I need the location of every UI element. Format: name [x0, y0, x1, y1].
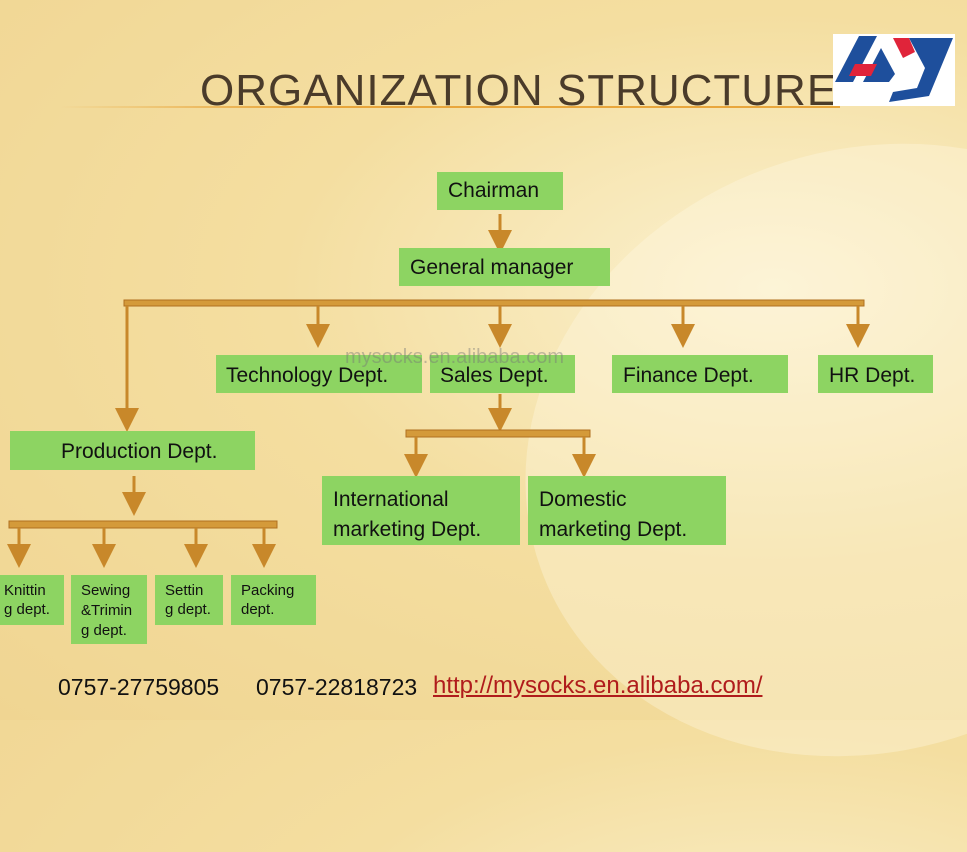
international-marketing-box: International marketing Dept.	[322, 476, 520, 545]
logo-icon	[835, 36, 953, 102]
phone-number-1: 0757-27759805	[58, 674, 220, 700]
packing-label-line2: dept.	[241, 601, 275, 618]
knitting-dept-box: Knittin g dept.	[0, 575, 64, 625]
production-bar	[8, 520, 278, 529]
packing-label-line1: Packing	[241, 582, 295, 599]
domestic-marketing-box: Domestic marketing Dept.	[528, 476, 726, 545]
setting-label-line1: Settin	[165, 582, 204, 599]
title-underline	[60, 106, 840, 108]
finance-dept-label: Finance Dept.	[623, 364, 754, 387]
connector-lines	[7, 214, 870, 568]
production-dept-box: Production Dept.	[10, 431, 255, 470]
sewing-label-line3: g dept.	[81, 622, 127, 639]
finance-dept-box: Finance Dept.	[612, 355, 788, 393]
hr-dept-box: HR Dept.	[818, 355, 933, 393]
sewing-label-line2: &Trimin	[81, 602, 133, 619]
general-manager-label: General manager	[410, 256, 574, 279]
international-label-line2: marketing Dept.	[333, 518, 482, 541]
phone-number-2: 0757-22818723	[256, 674, 418, 700]
domestic-label-line1: Domestic	[539, 488, 627, 511]
company-logo	[833, 34, 955, 106]
sales-dept-box: Sales Dept.	[430, 355, 575, 393]
setting-dept-box: Settin g dept.	[155, 575, 223, 625]
hr-dept-label: HR Dept.	[829, 364, 916, 387]
sales-dept-label: Sales Dept.	[440, 364, 549, 387]
sewing-dept-box: Sewing &Trimin g dept.	[71, 575, 147, 644]
knitting-label-line1: Knittin	[4, 582, 46, 599]
packing-dept-box: Packing dept.	[231, 575, 316, 625]
watermark: mysocks.en.alibaba.com	[345, 346, 564, 368]
sales-bar	[405, 429, 591, 438]
domestic-label-line2: marketing Dept.	[539, 518, 688, 541]
technology-dept-label: Technology Dept.	[226, 364, 389, 387]
website-link[interactable]: http://mysocks.en.alibaba.com/	[433, 672, 763, 699]
chairman-label: Chairman	[448, 179, 540, 202]
sewing-label-line1: Sewing	[81, 582, 131, 599]
setting-label-line2: g dept.	[165, 601, 211, 618]
production-dept-label: Production Dept.	[61, 440, 218, 463]
main-bar	[123, 299, 865, 307]
chairman-box: Chairman	[437, 172, 563, 210]
knitting-label-line2: g dept.	[4, 601, 50, 618]
general-manager-box: General manager	[399, 248, 610, 286]
international-label-line1: International	[333, 488, 449, 511]
technology-dept-box: Technology Dept.	[216, 355, 422, 393]
